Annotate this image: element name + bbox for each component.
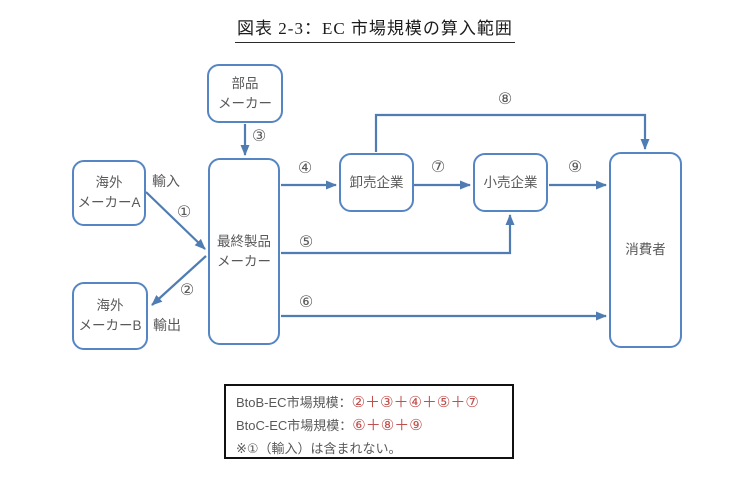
flow-number-2: ② [179, 282, 195, 299]
flow-arrow-2-export [151, 255, 207, 306]
flow-arrow-1-import [145, 191, 206, 250]
node-overseas-maker-b: 海外 メーカーB [72, 282, 148, 350]
btoc-formula: ⑥＋⑧＋⑨ [352, 417, 423, 434]
flow-number-8: ⑧ [497, 91, 513, 108]
import-label: 輸入 [152, 173, 180, 189]
legend-box: BtoB-EC市場規模：②＋③＋④＋⑤＋⑦ BtoC-EC市場規模：⑥＋⑧＋⑨ … [224, 384, 514, 459]
export-label: 輸出 [153, 317, 181, 333]
btoc-label: BtoC-EC市場規模： [236, 418, 353, 433]
node-retail-company: 小売企業 [473, 153, 548, 212]
flow-number-7: ⑦ [430, 159, 446, 176]
legend-line-btoc: BtoC-EC市場規模：⑥＋⑧＋⑨ [236, 414, 504, 437]
node-final-product-maker: 最終製品 メーカー [208, 158, 280, 345]
node-parts-maker-label: 部品 メーカー [218, 75, 272, 111]
node-final-product-maker-label: 最終製品 メーカー [217, 233, 271, 269]
node-overseas-maker-a: 海外 メーカーA [72, 160, 146, 226]
flow-number-6: ⑥ [298, 294, 314, 311]
btob-label: BtoB-EC市場規模： [236, 395, 352, 410]
title-row: 図表 2-3：EC 市場規模の算入範囲 [0, 14, 750, 43]
node-parts-maker: 部品 メーカー [207, 64, 283, 123]
node-retail-company-label: 小売企業 [483, 174, 538, 190]
node-overseas-maker-b-label: 海外 メーカーB [78, 298, 142, 333]
flow-arrow-8-wholesale-to-consumer [374, 113, 650, 152]
flow-number-1: ① [176, 204, 192, 221]
node-consumer: 消費者 [609, 152, 682, 348]
flow-arrow-5-final-to-retail [281, 214, 515, 255]
btob-formula: ②＋③＋④＋⑤＋⑦ [351, 394, 479, 411]
figure-title: 図表 2-3：EC 市場規模の算入範囲 [235, 14, 515, 43]
flow-number-3: ③ [251, 128, 267, 145]
node-wholesale-company: 卸売企業 [339, 153, 414, 212]
flow-number-5: ⑤ [298, 234, 314, 251]
legend-note: ※①（輸入）は含まれない。 [236, 441, 402, 456]
node-wholesale-company-label: 卸売企業 [349, 174, 404, 190]
flow-number-9: ⑨ [567, 159, 583, 176]
flow-number-4: ④ [297, 160, 313, 177]
legend-line-btob: BtoB-EC市場規模：②＋③＋④＋⑤＋⑦ [236, 391, 504, 414]
node-consumer-label: 消費者 [625, 242, 666, 258]
node-overseas-maker-a-label: 海外 メーカーA [77, 175, 141, 210]
legend-line-note: ※①（輸入）は含まれない。 [236, 437, 504, 460]
